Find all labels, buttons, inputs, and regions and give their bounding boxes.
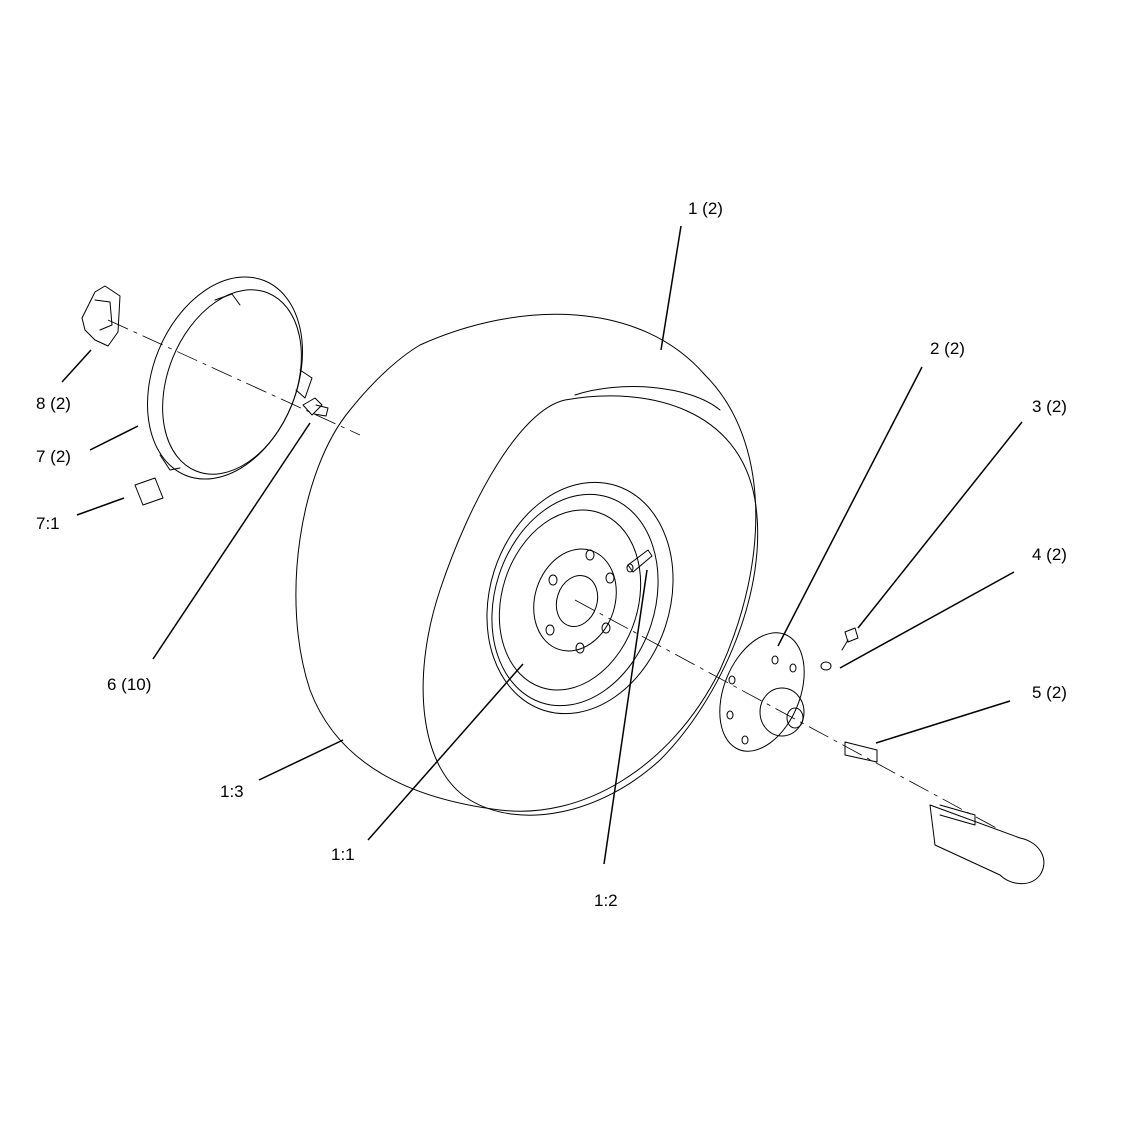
- bolt-part: [841, 627, 859, 651]
- leader-tire-assembly: [660, 225, 682, 351]
- leader-lug-nut: [152, 422, 311, 660]
- callout-wheel-cover: 7 (2): [36, 447, 71, 466]
- leader-wheel-rim: [367, 663, 524, 841]
- hub-part: [719, 632, 805, 752]
- callout-hub: 2 (2): [930, 339, 965, 358]
- tire-part: [295, 313, 759, 816]
- callout-tire-assembly: 1 (2): [688, 199, 723, 218]
- callout-lug-nut: 6 (10): [107, 675, 151, 694]
- leader-washer: [839, 571, 1015, 669]
- wheel-cover-part: [147, 276, 313, 480]
- leader-tire: [258, 739, 344, 781]
- leader-valve-stem: [603, 569, 648, 865]
- axle-shaft-part: [929, 804, 1045, 885]
- leader-lines: [61, 225, 1023, 865]
- washer-part: [820, 661, 832, 671]
- callout-washer: 4 (2): [1032, 545, 1067, 564]
- callout-wheel-rim: 1:1: [331, 845, 355, 864]
- key-part: [844, 741, 878, 763]
- wheel-rim-part: [486, 481, 674, 715]
- callout-emblem: 8 (2): [36, 394, 71, 413]
- leader-decal: [76, 497, 125, 516]
- leader-hub: [777, 366, 923, 647]
- callout-labels: 1 (2) 2 (2) 3 (2) 4 (2) 5 (2) 6 (10) 7 (…: [36, 199, 1067, 910]
- emblem-part: [81, 285, 121, 347]
- decal-part: [134, 477, 164, 506]
- leader-bolt: [857, 421, 1023, 629]
- callout-bolt: 3 (2): [1032, 397, 1067, 416]
- callout-tire: 1:3: [220, 782, 244, 801]
- valve-stem-part: [626, 549, 653, 573]
- leader-emblem: [61, 349, 92, 383]
- lug-nut-part: [302, 397, 329, 417]
- callout-valve-stem: 1:2: [594, 891, 618, 910]
- callout-key: 5 (2): [1032, 683, 1067, 702]
- leader-wheel-cover: [89, 425, 139, 451]
- callout-decal: 7:1: [36, 514, 60, 533]
- leader-key: [875, 700, 1011, 744]
